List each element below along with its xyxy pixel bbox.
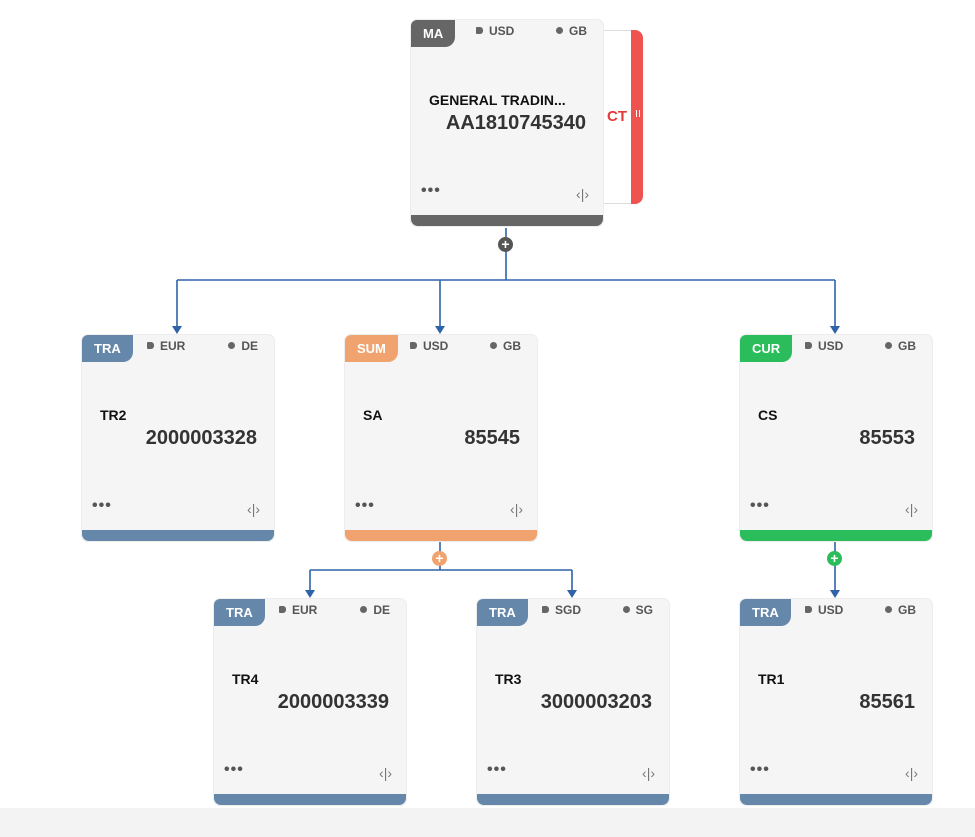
more-options-button[interactable]: ••• bbox=[421, 182, 441, 199]
wallet-icon bbox=[410, 342, 417, 349]
expand-toggle-icon[interactable]: + bbox=[498, 237, 513, 252]
globe-icon bbox=[622, 606, 630, 613]
more-options-button[interactable]: ••• bbox=[750, 497, 770, 514]
node-type-badge: CUR bbox=[740, 335, 793, 362]
node-color-bar bbox=[740, 530, 932, 541]
currency-label: EUR bbox=[279, 603, 317, 617]
country-label: DE bbox=[228, 339, 258, 353]
wallet-icon bbox=[542, 606, 549, 613]
node-color-bar bbox=[214, 794, 406, 805]
wallet-icon bbox=[476, 27, 483, 34]
wallet-icon bbox=[147, 342, 154, 349]
split-view-icon[interactable]: ‹|› bbox=[510, 501, 523, 517]
wallet-icon bbox=[805, 606, 812, 613]
currency-label: USD bbox=[805, 603, 843, 617]
country-label: GB bbox=[556, 24, 587, 38]
more-options-button[interactable]: ••• bbox=[355, 497, 375, 514]
currency-label: SGD bbox=[542, 603, 581, 617]
node-card-tr3[interactable]: TRA SGD SG TR3 3000003203 ••• ‹|› bbox=[477, 599, 669, 805]
ct-side-rail bbox=[603, 30, 631, 204]
node-color-bar bbox=[411, 215, 603, 226]
more-options-button[interactable]: ••• bbox=[750, 761, 770, 778]
node-card-ma[interactable]: MA USD GB GENERAL TRADIN... AA1810745340… bbox=[411, 20, 603, 226]
node-name: CS bbox=[758, 407, 778, 423]
node-color-bar bbox=[345, 530, 537, 541]
node-card-sa[interactable]: SUM USD GB SA 85545 ••• ‹|› bbox=[345, 335, 537, 541]
account-number: 2000003328 bbox=[145, 427, 257, 449]
ct-tab-label: CT bbox=[607, 108, 627, 125]
node-card-tr4[interactable]: TRA EUR DE TR4 2000003339 ••• ‹|› bbox=[214, 599, 406, 805]
currency-label: EUR bbox=[147, 339, 185, 353]
country-label: DE bbox=[360, 603, 390, 617]
account-number: 85561 bbox=[859, 691, 915, 713]
country-label: SG bbox=[622, 603, 653, 617]
expand-toggle-icon[interactable]: + bbox=[432, 551, 447, 566]
node-card-cs[interactable]: CUR USD GB CS 85553 ••• ‹|› bbox=[740, 335, 932, 541]
globe-icon bbox=[885, 342, 892, 349]
node-type-badge: TRA bbox=[740, 599, 791, 626]
node-color-bar bbox=[740, 794, 932, 805]
node-type-badge: SUM bbox=[345, 335, 398, 362]
node-type-badge: MA bbox=[411, 20, 456, 47]
globe-icon bbox=[556, 27, 563, 34]
split-view-icon[interactable]: ‹|› bbox=[576, 186, 589, 202]
node-card-tr2[interactable]: TRA EUR DE TR2 2000003328 ••• ‹|› bbox=[82, 335, 274, 541]
currency-label: USD bbox=[476, 24, 514, 38]
globe-icon bbox=[885, 606, 892, 613]
split-view-icon[interactable]: ‹|› bbox=[905, 765, 918, 781]
split-view-icon[interactable]: ‹|› bbox=[642, 765, 655, 781]
node-name: TR1 bbox=[758, 671, 785, 687]
account-number: 85553 bbox=[859, 427, 915, 449]
currency-label: USD bbox=[410, 339, 448, 353]
node-type-badge: TRA bbox=[82, 335, 133, 362]
node-name: TR2 bbox=[100, 407, 127, 423]
globe-icon bbox=[228, 342, 236, 349]
wallet-icon bbox=[279, 606, 286, 613]
drag-grip-icon bbox=[636, 110, 640, 117]
more-options-button[interactable]: ••• bbox=[487, 761, 507, 778]
globe-icon bbox=[490, 342, 497, 349]
globe-icon bbox=[360, 606, 368, 613]
country-label: GB bbox=[490, 339, 521, 353]
currency-label: USD bbox=[805, 339, 843, 353]
node-name: TR3 bbox=[495, 671, 522, 687]
wallet-icon bbox=[805, 342, 812, 349]
node-card-tr1[interactable]: TRA USD GB TR1 85561 ••• ‹|› bbox=[740, 599, 932, 805]
more-options-button[interactable]: ••• bbox=[224, 761, 244, 778]
account-number: 3000003203 bbox=[540, 691, 652, 713]
split-view-icon[interactable]: ‹|› bbox=[247, 501, 260, 517]
account-number: AA1810745340 bbox=[445, 112, 586, 134]
node-color-bar bbox=[82, 530, 274, 541]
more-options-button[interactable]: ••• bbox=[92, 497, 112, 514]
country-label: GB bbox=[885, 339, 916, 353]
node-name: TR4 bbox=[232, 671, 259, 687]
split-view-icon[interactable]: ‹|› bbox=[905, 501, 918, 517]
account-number: 2000003339 bbox=[277, 691, 389, 713]
node-type-badge: TRA bbox=[477, 599, 528, 626]
expand-toggle-icon[interactable]: + bbox=[827, 551, 842, 566]
node-color-bar bbox=[477, 794, 669, 805]
country-label: GB bbox=[885, 603, 916, 617]
node-type-badge: TRA bbox=[214, 599, 265, 626]
bottom-scroll-area[interactable] bbox=[0, 808, 975, 837]
account-number: 85545 bbox=[464, 427, 520, 449]
node-name: SA bbox=[363, 407, 383, 423]
split-view-icon[interactable]: ‹|› bbox=[379, 765, 392, 781]
node-name: GENERAL TRADIN... bbox=[429, 92, 566, 108]
ct-side-tab[interactable] bbox=[631, 30, 643, 204]
